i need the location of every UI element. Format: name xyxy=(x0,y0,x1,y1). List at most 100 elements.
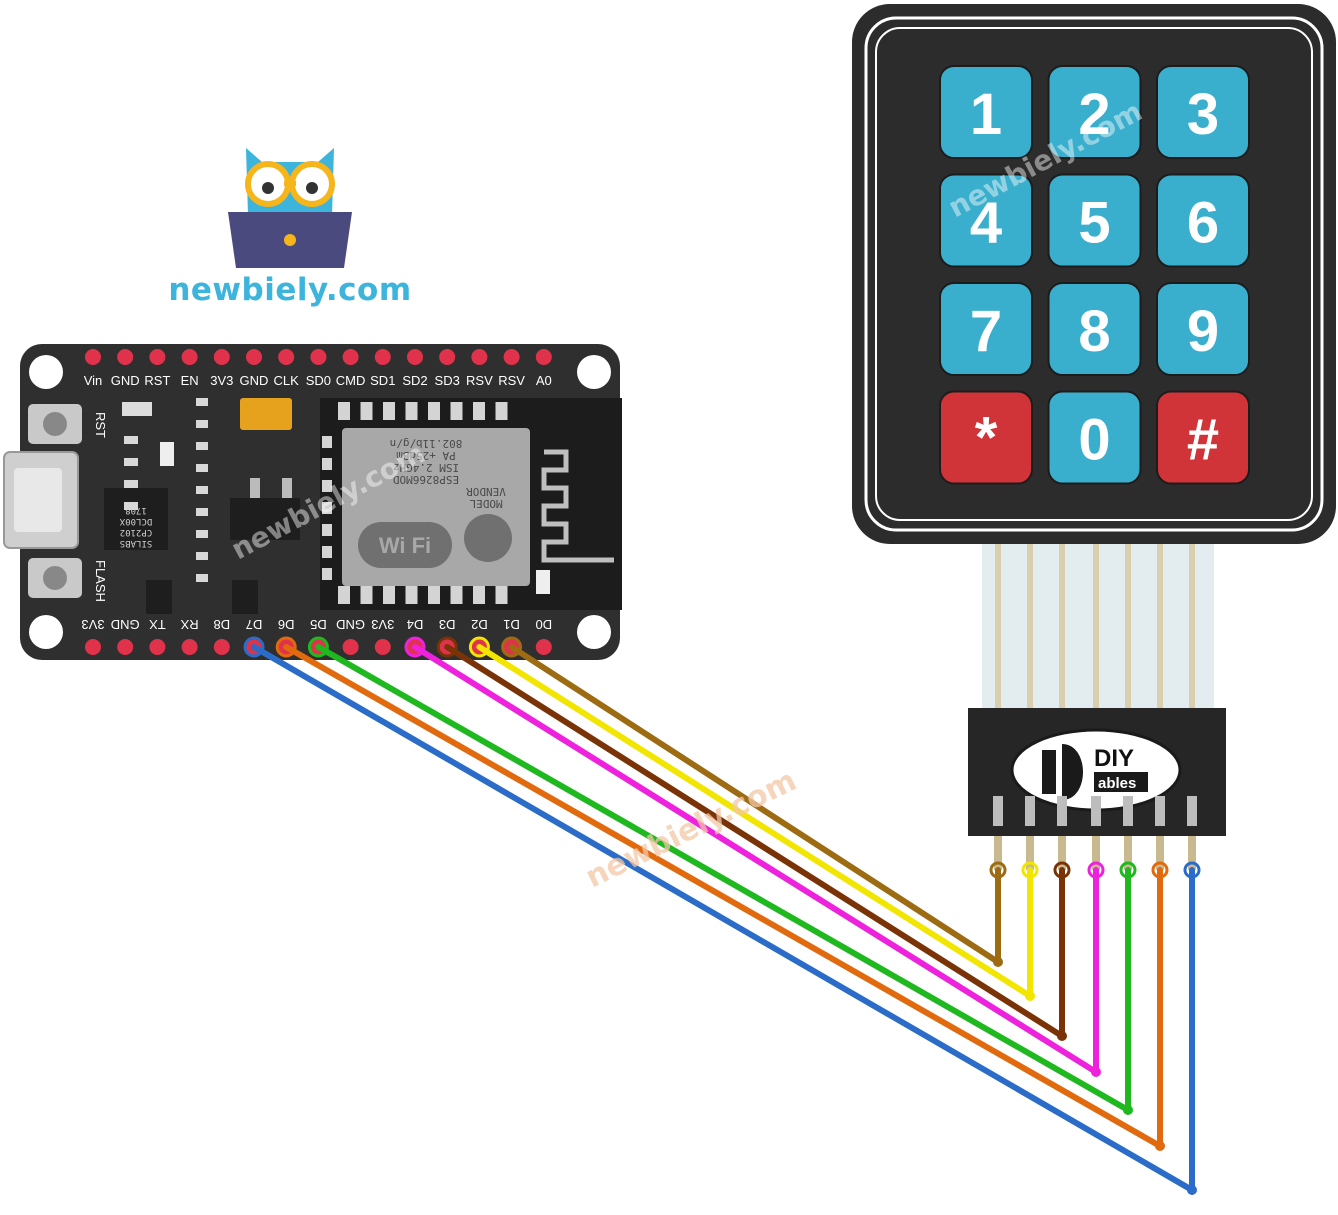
wire-d5 xyxy=(307,636,1137,1115)
key-star[interactable]: * xyxy=(939,390,1033,485)
pin-top-rsv-13: RSV xyxy=(498,349,525,388)
pin-label: D7 xyxy=(246,617,263,632)
pin-top-rsv-12: RSV xyxy=(466,349,493,388)
pin-bottom-3v3-9: 3V3 xyxy=(371,617,394,655)
key-4[interactable]: 4 xyxy=(939,173,1033,268)
pin-top-clk-6: CLK xyxy=(274,349,300,388)
pin-label: EN xyxy=(181,373,199,388)
pin-label: CLK xyxy=(274,373,300,388)
owl-logo-icon xyxy=(228,148,352,268)
pin-bottom-gnd-8: GND xyxy=(336,617,365,655)
pin-top-a0-14: A0 xyxy=(535,349,552,388)
module-text: ESP8266MOD xyxy=(393,473,459,486)
brand-site-name: newbiely.com xyxy=(168,272,412,308)
header-pin-2 xyxy=(1057,796,1067,826)
header-pin-6 xyxy=(1187,796,1197,826)
key-8[interactable]: 8 xyxy=(1047,282,1142,376)
wire-d3 xyxy=(436,636,1071,1041)
diyables-logo-icon: DIY ables xyxy=(1010,728,1182,812)
pin-top-sd3-11: SD3 xyxy=(435,349,460,388)
pin-label: D0 xyxy=(535,617,552,632)
esp8266-board: RST FLASH SILABSCP2102DCL00X1708 MODELVE… xyxy=(3,344,622,660)
pin-bottom-rx-3: RX xyxy=(180,617,199,655)
key-6[interactable]: 6 xyxy=(1156,173,1250,268)
wire-d7 xyxy=(243,636,1201,1195)
pin-label: D4 xyxy=(407,617,424,632)
key-7[interactable]: 7 xyxy=(939,282,1033,376)
capacitor xyxy=(240,398,292,430)
pin-label: 3V3 xyxy=(371,617,394,632)
key-label: * xyxy=(975,406,998,471)
pin-label: 3V3 xyxy=(210,373,233,388)
pin-label: D2 xyxy=(471,617,488,632)
key-9[interactable]: 9 xyxy=(1156,282,1250,376)
pin-top-en-3: EN xyxy=(181,349,199,388)
usb-chip-text: DCL00X xyxy=(119,516,152,526)
module-text: MODEL xyxy=(469,497,502,510)
pin-label: SD2 xyxy=(402,373,427,388)
module-text: PA +25dBm xyxy=(396,449,456,462)
pcb-antenna xyxy=(541,449,614,563)
pin-label: D8 xyxy=(213,617,230,632)
espressif-logo-icon xyxy=(464,514,512,562)
wire-d2 xyxy=(468,636,1039,1001)
wire-d6 xyxy=(275,636,1169,1151)
key-1[interactable]: 1 xyxy=(939,65,1033,159)
wires xyxy=(243,636,1201,1195)
key-0[interactable]: 0 xyxy=(1047,390,1142,485)
usb-chip-text: SILABS xyxy=(120,538,153,548)
key-label: 5 xyxy=(1078,191,1110,256)
wire-d4 xyxy=(404,636,1105,1077)
svg-text:ables: ables xyxy=(1098,775,1136,792)
pin-label: TX xyxy=(149,617,166,632)
pin-top-cmd-8: CMD xyxy=(336,349,366,388)
pin-label: D1 xyxy=(503,617,520,632)
header-pin-5 xyxy=(1155,796,1165,826)
wire-d1 xyxy=(501,636,1007,967)
usb-chip-text: CP2102 xyxy=(120,527,153,537)
pin-label: CMD xyxy=(336,373,366,388)
key-hash[interactable]: # xyxy=(1156,390,1250,485)
header-pin-3 xyxy=(1091,796,1101,826)
key-label: 6 xyxy=(1187,191,1219,256)
key-label: 0 xyxy=(1078,408,1110,473)
module-text: VENDOR xyxy=(466,485,506,498)
pin-bottom-d0-14: D0 xyxy=(535,617,552,655)
reset-label: RST xyxy=(93,412,108,438)
usb-uart-chip xyxy=(104,488,168,550)
pin-top-sd1-9: SD1 xyxy=(370,349,395,388)
pin-label: RSV xyxy=(498,373,525,388)
pin-top-vin-0: Vin xyxy=(84,349,102,388)
pin-bottom-d8-4: D8 xyxy=(213,617,230,655)
key-label: 2 xyxy=(1078,82,1110,147)
module-text: ISM 2.4GHz xyxy=(393,461,459,474)
wifi-logo-icon: Wi Fi xyxy=(358,522,452,568)
pin-top-sd0-7: SD0 xyxy=(306,349,331,388)
flash-label: FLASH xyxy=(93,560,108,602)
svg-text:DIY: DIY xyxy=(1094,745,1134,772)
module-text: 802.11b/g/n xyxy=(390,437,463,450)
pin-label: A0 xyxy=(536,373,552,388)
pin-top-gnd-1: GND xyxy=(111,349,140,388)
pin-label: GND xyxy=(111,373,140,388)
pin-label: RSV xyxy=(466,373,493,388)
header-pin-0 xyxy=(993,796,1003,826)
key-3[interactable]: 3 xyxy=(1156,65,1250,159)
pin-top-gnd-5: GND xyxy=(240,349,268,388)
header-pin-4 xyxy=(1123,796,1133,826)
pin-label: GND xyxy=(111,617,140,632)
pin-bottom-gnd-1: GND xyxy=(111,617,140,655)
key-5[interactable]: 5 xyxy=(1047,173,1142,268)
pin-label: 3V3 xyxy=(81,617,104,632)
key-label: 9 xyxy=(1187,299,1219,364)
pin-label: RX xyxy=(180,617,198,632)
key-label: 8 xyxy=(1078,299,1110,364)
key-label: 7 xyxy=(970,299,1002,364)
key-2[interactable]: 2 xyxy=(1047,65,1142,159)
pin-bottom-tx-2: TX xyxy=(149,617,166,655)
key-label: 4 xyxy=(970,191,1002,256)
key-label: 3 xyxy=(1187,82,1219,147)
key-label: 1 xyxy=(970,82,1002,147)
